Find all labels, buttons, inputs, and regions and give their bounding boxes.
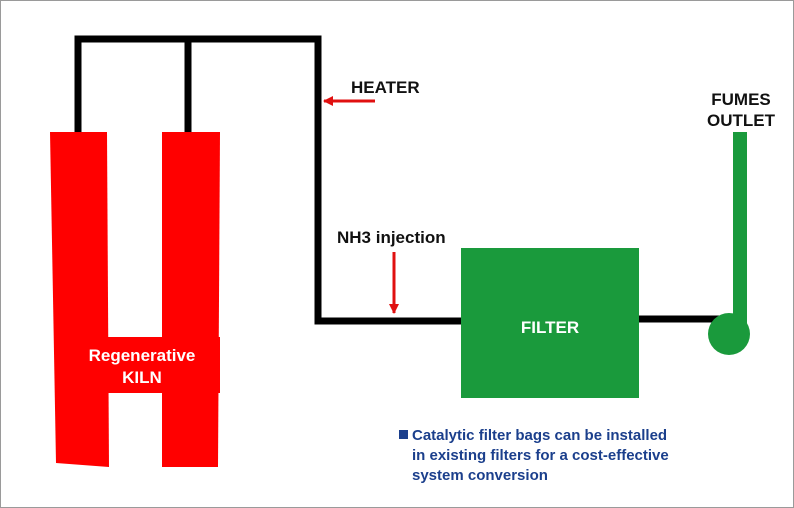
catalytic-note: Catalytic filter bags can be installed i…	[399, 426, 699, 486]
fumes-label-line2: OUTLET	[707, 111, 775, 130]
kiln-label-line2: KILN	[122, 368, 162, 387]
note-bullet-icon	[399, 430, 408, 439]
note-text-1: Catalytic filter bags can be installed	[412, 427, 668, 444]
kiln-left-tower	[50, 132, 109, 467]
kiln-label: Regenerative KILN	[57, 345, 227, 389]
duct-line	[74, 35, 723, 325]
fumes-outlet-label: FUMES OUTLET	[691, 89, 791, 131]
note-line-2: in existing filters for a cost-effective	[412, 447, 669, 464]
heater-label: HEATER	[351, 78, 420, 97]
kiln-right-tower	[162, 132, 220, 467]
kiln-label-line1: Regenerative	[88, 346, 196, 365]
fumes-outlet-stack	[708, 132, 750, 355]
kiln-crossbar	[59, 337, 220, 393]
nh3-injection-label: NH3 injection	[337, 228, 446, 247]
note-line-1: Catalytic filter bags can be installed	[399, 426, 699, 446]
note-line-3: system conversion	[412, 467, 548, 484]
filter-label: FILTER	[520, 318, 580, 337]
filter-box	[461, 248, 639, 398]
fumes-label-line1: FUMES	[711, 90, 771, 109]
